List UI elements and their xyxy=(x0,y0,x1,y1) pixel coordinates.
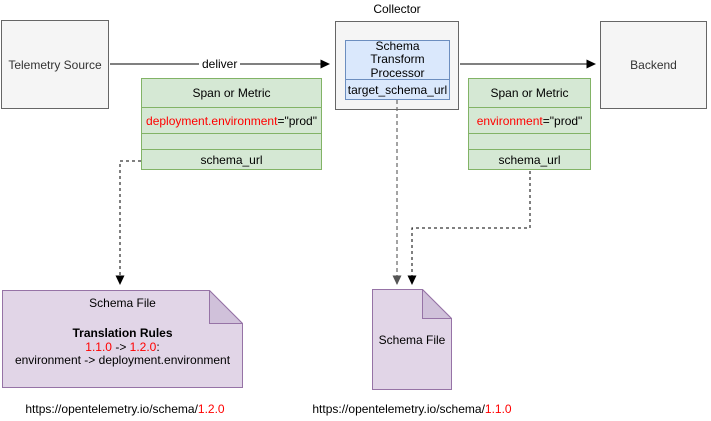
schema-file-left-node: Schema File Translation Rules 1.1.0 -> 1… xyxy=(2,290,243,388)
schema-file-middle-node: Schema File xyxy=(372,289,452,390)
span-left-attr-value: ="prod" xyxy=(277,113,317,128)
collector-title: Collector xyxy=(373,2,421,16)
processor-title: Schema Transform Processor xyxy=(346,39,449,80)
schema-file-left-title: Schema File xyxy=(89,296,156,310)
span-right-schema-url: schema_url xyxy=(498,152,561,167)
backend-node: Backend xyxy=(600,21,707,109)
left-schema-url-arrow xyxy=(115,160,141,285)
document-shape xyxy=(372,289,452,390)
span-left-attribute: deployment.environment="prod" xyxy=(142,108,321,134)
span-or-metric-right: Span or Metric environment="prod" schema… xyxy=(468,78,591,170)
schema-transform-processor-node: Schema Transform Processor target_schema… xyxy=(345,39,450,100)
span-right-attribute: environment="prod" xyxy=(469,108,590,134)
translation-rule-versions: 1.1.0 -> 1.2.0: xyxy=(85,339,160,354)
folded-corner-icon xyxy=(209,290,243,324)
right-schema-url-arrow xyxy=(407,171,531,285)
deliver-edge-label: deliver xyxy=(199,57,241,71)
schema-file-middle-title: Schema File xyxy=(378,333,446,347)
span-left-schema-url: schema_url xyxy=(200,152,263,167)
span-or-metric-left: Span or Metric deployment.environment="p… xyxy=(141,78,322,170)
span-right-attr-value: ="prod" xyxy=(542,113,583,128)
document-shape xyxy=(2,290,243,388)
telemetry-source-label: Telemetry Source xyxy=(8,57,102,72)
translation-rule-mapping: environment -> deployment.environment xyxy=(14,353,231,367)
span-left-header: Span or Metric xyxy=(142,79,321,108)
schema-url-middle: https://opentelemetry.io/schema/1.1.0 xyxy=(312,402,512,416)
span-right-attr-key: environment xyxy=(476,113,543,128)
telemetry-source-node: Telemetry Source xyxy=(1,20,109,109)
target-schema-url-field: target_schema_url xyxy=(347,82,448,97)
span-left-empty-row xyxy=(142,134,321,150)
span-left-attr-key: deployment.environment xyxy=(146,113,278,128)
translation-rules-heading: Translation Rules xyxy=(72,326,173,340)
translation-rules-block: Translation Rules 1.1.0 -> 1.2.0: enviro… xyxy=(2,326,243,368)
span-right-empty-row xyxy=(469,134,590,150)
schema-url-left: https://opentelemetry.io/schema/1.2.0 xyxy=(25,402,225,416)
span-right-header: Span or Metric xyxy=(469,79,590,108)
folded-corner-icon xyxy=(422,289,452,319)
backend-label: Backend xyxy=(630,58,677,72)
